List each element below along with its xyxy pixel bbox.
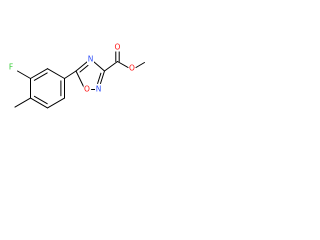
bond-ester-o-methyl: [135, 62, 145, 68]
fluorine-atom: F: [7, 62, 15, 72]
ester-oxygen-label: O: [129, 64, 135, 73]
ester-oxygen: O: [128, 63, 136, 73]
bonds: [14, 50, 145, 109]
bond-aryl-oxadiazole: [64, 70, 77, 79]
bond-o1-c5: [75, 70, 85, 88]
bond-benzene-1: [47, 68, 65, 79]
ring-oxygen-1: O: [83, 84, 91, 94]
bond-carbonyl-ester-o: [117, 61, 129, 68]
bond-c5-n4-inner: [79, 64, 89, 73]
molecule-structure-diagram: F N N O O O: [7, 42, 145, 109]
bond-c3-carbonyl: [104, 61, 118, 72]
bond-c-fluorine: [17, 70, 31, 79]
bond-benzene-3: [47, 97, 65, 109]
bond-benzene-6: [30, 68, 48, 79]
ring-nitrogen-4-label: N: [88, 55, 94, 64]
ring-nitrogen-2: N: [95, 84, 102, 94]
bond-benzene-4-inner: [33, 95, 48, 105]
ring-nitrogen-4: N: [87, 54, 94, 64]
bond-benzene-4: [30, 97, 48, 109]
carbonyl-oxygen: O: [114, 42, 121, 52]
ring-oxygen-1-label: O: [84, 85, 90, 94]
carbonyl-oxygen-label: O: [115, 43, 121, 52]
bond-benzene-6-inner: [33, 72, 48, 81]
bond-c3-n2: [100, 70, 105, 84]
bond-n4-c3: [93, 61, 105, 72]
bond-c-methyl: [14, 97, 31, 108]
fluorine-label: F: [9, 63, 13, 72]
bond-c5-n4: [75, 61, 88, 72]
ring-nitrogen-2-label: N: [96, 85, 102, 94]
bond-c3-n2-inner: [97, 72, 102, 84]
atom-labels: F N N O O O: [7, 42, 136, 94]
